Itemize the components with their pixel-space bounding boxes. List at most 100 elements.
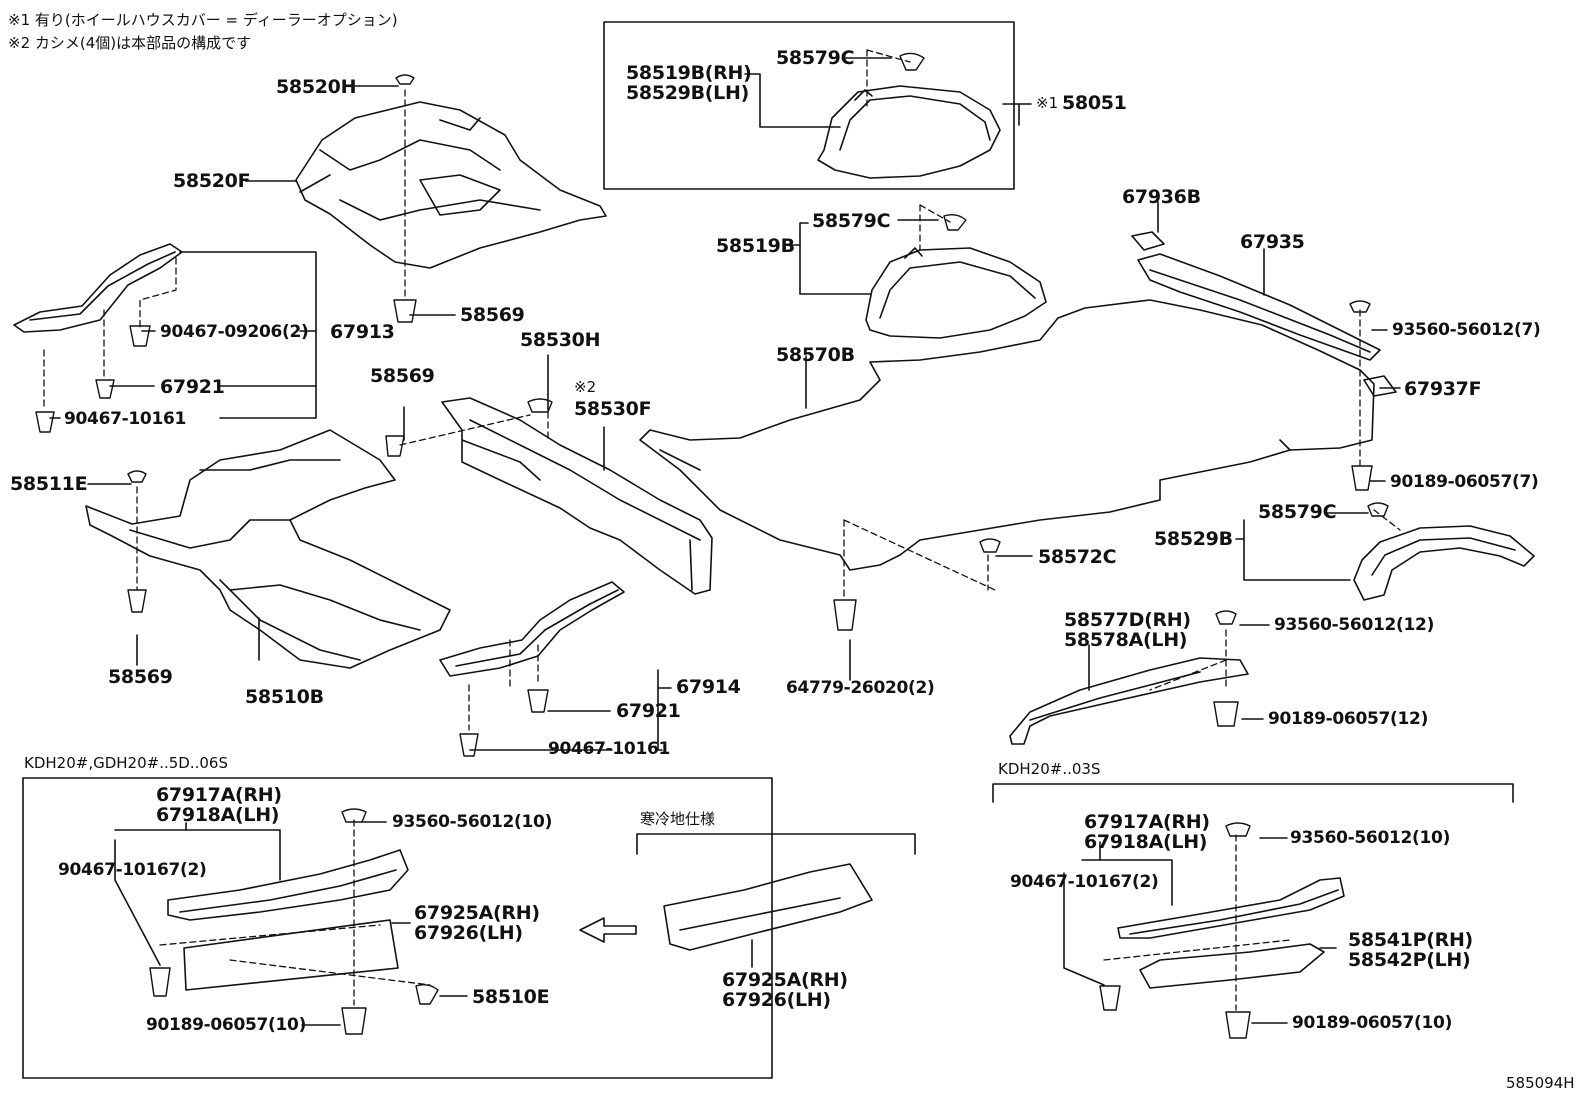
front-floor-mat-58510B — [85, 429, 451, 669]
clip-icon — [149, 967, 171, 997]
part-label-58577D-RH: 58577D(RH) — [1064, 609, 1191, 631]
sill-plate-right-box — [1117, 877, 1345, 939]
kick-plate-right-box — [1139, 943, 1325, 989]
part-label-67921: 67921 — [160, 376, 225, 398]
part-label-58520H: 58520H — [276, 76, 357, 98]
part-label-58051: 58051 — [1062, 92, 1127, 114]
part-label-58510B: 58510B — [245, 686, 324, 708]
clip-icon — [395, 74, 415, 85]
part-label-90467-10167-2: 90467-10167(2) — [58, 860, 207, 880]
part-label-67918A-LH: 67918A(LH) — [1084, 831, 1208, 853]
sill-plate-left-box — [167, 849, 409, 921]
clip-icon — [341, 1007, 367, 1035]
clip-icon — [459, 733, 479, 757]
part-label-67917A-RH: 67917A(RH) — [156, 784, 282, 806]
kick-plate-cold-spec — [663, 863, 873, 951]
part-label-58542P-LH: 58542P(LH) — [1348, 949, 1471, 971]
clip-icon — [899, 52, 925, 71]
tunnel-insulator-58530F — [441, 397, 713, 595]
part-label-58530F: 58530F — [574, 398, 652, 420]
part-label-90467-10161: 90467-10161 — [548, 739, 671, 759]
part-label-cold-67925A-67926: 67925A(RH) 67926(LH) — [722, 970, 848, 1010]
clip-icon — [127, 470, 147, 483]
rail-67935 — [1137, 253, 1381, 361]
dashed-fastener-lines — [43, 49, 1401, 1011]
cold-spec-bracket — [636, 833, 916, 855]
clip-icon — [393, 299, 417, 323]
clip-icon — [943, 213, 967, 231]
part-label-58529B: 58529B — [1154, 528, 1233, 550]
part-label-67914: 67914 — [676, 676, 741, 698]
part-label-90189-06057-10: 90189-06057(10) — [1292, 1013, 1453, 1033]
part-label-58579C: 58579C — [812, 210, 891, 232]
part-label-67925A-67926: 67925A(RH) 67926(LH) — [414, 903, 540, 943]
part-label-67936B: 67936B — [1122, 186, 1201, 208]
part-label-67918A-LH: 67918A(LH) — [156, 804, 280, 826]
part-label-67935: 67935 — [1240, 231, 1305, 253]
clip-icon — [527, 689, 549, 713]
clip-icon — [385, 435, 405, 457]
part-label-93560-56012-7: 93560-56012(7) — [1392, 320, 1541, 340]
luggage-floor-mat-58570B — [639, 299, 1375, 571]
note-mark-1: ※1 — [1036, 94, 1059, 112]
part-label-67921: 67921 — [616, 700, 681, 722]
part-label-58519B-RH: 58519B(RH) — [626, 62, 752, 84]
part-label-67925A-RH: 67925A(RH) — [722, 969, 848, 991]
wheel-house-cover-boxed — [817, 85, 1001, 179]
clip-icon — [127, 589, 147, 613]
part-label-58519B: 58519B — [716, 235, 795, 257]
clip-icon — [1351, 465, 1373, 491]
part-label-58570B: 58570B — [776, 344, 855, 366]
clip-icon — [1225, 1011, 1251, 1039]
part-label-67917A-67918A: 67917A(RH) 67918A(LH) — [156, 785, 282, 825]
part-label-58577D-58578A: 58577D(RH) 58578A(LH) — [1064, 610, 1191, 650]
variant-bracket-right — [992, 783, 1514, 803]
part-label-58569: 58569 — [460, 304, 525, 326]
note-crimp-count: ※2 カシメ(4個)は本部品の構成です — [8, 34, 252, 52]
part-label-93560-56012-12: 93560-56012(12) — [1274, 615, 1435, 635]
part-label-58572C: 58572C — [1038, 546, 1117, 568]
clip-icon — [527, 398, 553, 413]
part-label-58578A-LH: 58578A(LH) — [1064, 629, 1188, 651]
clip-icon — [1349, 300, 1371, 313]
rail-58577D — [1009, 657, 1249, 745]
figure-id: 585094H — [1506, 1074, 1575, 1092]
front-step-plate-67914 — [439, 581, 625, 677]
clip-icon — [129, 325, 151, 347]
part-label-58510E: 58510E — [472, 986, 550, 1008]
rear-floor-mat-58520F — [295, 101, 607, 269]
part-label-67926-LH: 67926(LH) — [722, 989, 831, 1011]
clip-icon — [979, 538, 1001, 553]
part-label-58511E: 58511E — [10, 473, 88, 495]
clip-icon — [1215, 610, 1237, 625]
part-label-58520F: 58520F — [173, 170, 251, 192]
part-label-93560-56012-10: 93560-56012(10) — [1290, 828, 1451, 848]
clip-icon — [1213, 701, 1239, 727]
clip-icon — [35, 411, 55, 433]
arrow-left-icon — [579, 917, 637, 943]
part-label-93560-56012-10: 93560-56012(10) — [392, 812, 553, 832]
wheel-house-cover-box — [603, 21, 1015, 190]
clip-icon — [95, 379, 115, 399]
clip-67936B — [1131, 231, 1165, 251]
part-label-67917A-RH: 67917A(RH) — [1084, 811, 1210, 833]
leader-lines — [49, 57, 1401, 1026]
clip-67937F — [1363, 375, 1397, 397]
part-label-67937F: 67937F — [1404, 378, 1482, 400]
rear-step-plate-67913 — [13, 243, 183, 333]
part-label-90467-10161: 90467-10161 — [64, 409, 187, 429]
part-label-67925A-RH: 67925A(RH) — [414, 902, 540, 924]
clip-icon — [415, 983, 439, 1005]
part-label-58579C: 58579C — [776, 47, 855, 69]
part-label-58541P-58542P: 58541P(RH) 58542P(LH) — [1348, 930, 1473, 970]
clip-icon — [1225, 822, 1251, 837]
part-label-64779-26020: 64779-26020(2) — [786, 678, 935, 698]
part-label-58569: 58569 — [108, 666, 173, 688]
clip-icon — [833, 599, 857, 631]
part-label-58579C: 58579C — [1258, 501, 1337, 523]
cold-spec-heading: 寒冷地仕様 — [640, 810, 716, 828]
kick-plate-left-box — [183, 919, 399, 991]
variant-heading-right: KDH20#..03S — [998, 760, 1101, 778]
clip-icon — [341, 808, 367, 823]
